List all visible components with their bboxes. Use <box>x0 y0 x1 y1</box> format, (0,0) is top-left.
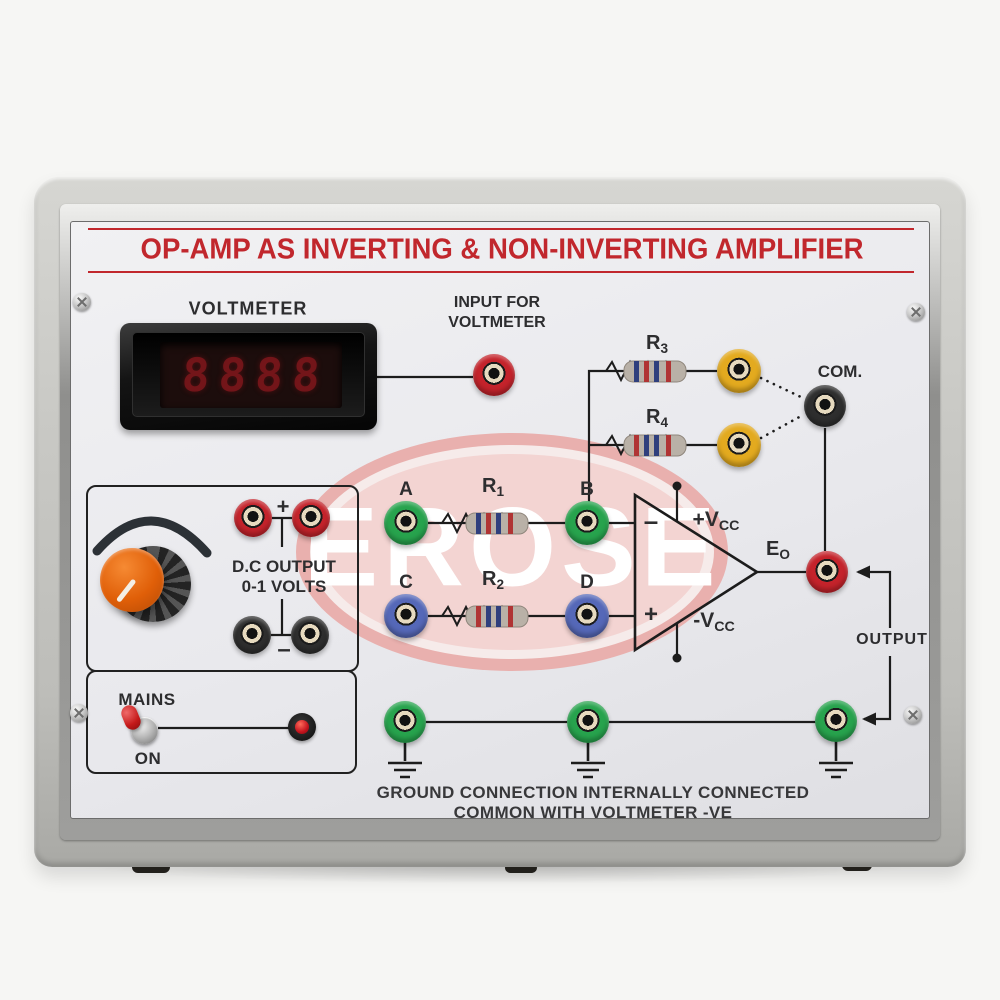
ground-note-line2: COMMON WITH VOLTMETER -VE <box>453 803 733 822</box>
pos-vcc-label: +VCC <box>692 508 740 534</box>
node-c-label: C <box>399 572 413 593</box>
post-ground-middle-green[interactable] <box>567 701 609 743</box>
post-voltmeter-input-red[interactable] <box>473 354 515 396</box>
panel-title: OP-AMP AS INVERTING & NON-INVERTING AMPL… <box>140 233 864 266</box>
node-d-label: D <box>580 572 594 593</box>
panel-screw-top-right <box>907 303 925 321</box>
voltmeter-window: 8888 <box>160 342 342 408</box>
neg-vcc-label: -VCC <box>693 609 735 635</box>
voltmeter-display: 8888 <box>120 323 377 430</box>
node-a-label: A <box>399 479 413 500</box>
post-a-green[interactable] <box>384 501 428 545</box>
post-d-blue[interactable] <box>565 594 609 638</box>
rubber-foot-center <box>505 864 537 873</box>
r4-label: R4 <box>645 406 669 430</box>
power-indicator-led <box>288 713 316 741</box>
node-b-label: B <box>580 479 594 500</box>
post-r3-yellow[interactable] <box>717 349 761 393</box>
r1-label: R1 <box>481 475 505 499</box>
post-dc-minus-left-black[interactable] <box>233 616 271 654</box>
output-label: OUTPUT <box>856 631 928 648</box>
com-label: COM. <box>817 362 863 381</box>
eo-label: EO <box>766 538 790 562</box>
mains-section-box <box>86 670 357 774</box>
brand-watermark-text: EROSE <box>303 484 721 610</box>
voltmeter-label: VOLTMETER <box>188 298 308 319</box>
input-for-voltmeter-label-line2: VOLTMETER <box>448 314 546 331</box>
post-r4-yellow[interactable] <box>717 423 761 467</box>
opamp-noninverting-input-sign: + <box>643 601 659 628</box>
post-c-blue[interactable] <box>384 594 428 638</box>
title-rule-top <box>88 228 914 230</box>
post-eo-output-red[interactable] <box>806 551 848 593</box>
panel-screw-top-left <box>73 293 91 311</box>
post-ground-left-green[interactable] <box>384 701 426 743</box>
post-com-black[interactable] <box>804 385 846 427</box>
dc-output-label-line2: 0-1 VOLTS <box>241 577 327 596</box>
ground-note-line1: GROUND CONNECTION INTERNALLY CONNECTED <box>376 783 810 802</box>
post-dc-plus-right-red[interactable] <box>292 499 330 537</box>
post-dc-plus-left-red[interactable] <box>234 499 272 537</box>
dc-minus-sign: – <box>277 636 291 663</box>
post-dc-minus-right-black[interactable] <box>291 616 329 654</box>
input-for-voltmeter-label-line1: INPUT FOR <box>453 294 541 311</box>
panel-screw-bottom-left <box>70 704 88 722</box>
dc-output-label-line1: D.C OUTPUT <box>232 557 336 576</box>
r2-label: R2 <box>481 568 505 592</box>
dc-plus-sign: + <box>276 494 290 519</box>
post-ground-right-green[interactable] <box>815 700 857 742</box>
mains-label: MAINS <box>118 690 176 709</box>
title-rule-bottom <box>88 271 914 273</box>
voltmeter-digits: 8888 <box>180 348 331 402</box>
rubber-foot-left <box>132 862 170 873</box>
dc-adjust-knob[interactable] <box>100 548 164 612</box>
panel-screw-bottom-right <box>904 706 922 724</box>
opamp-inverting-input-sign: – <box>643 505 659 536</box>
led-lens <box>295 720 309 734</box>
knob-pointer <box>115 578 137 603</box>
on-label: ON <box>134 749 162 768</box>
post-b-green[interactable] <box>565 501 609 545</box>
r3-label: R3 <box>645 332 669 356</box>
